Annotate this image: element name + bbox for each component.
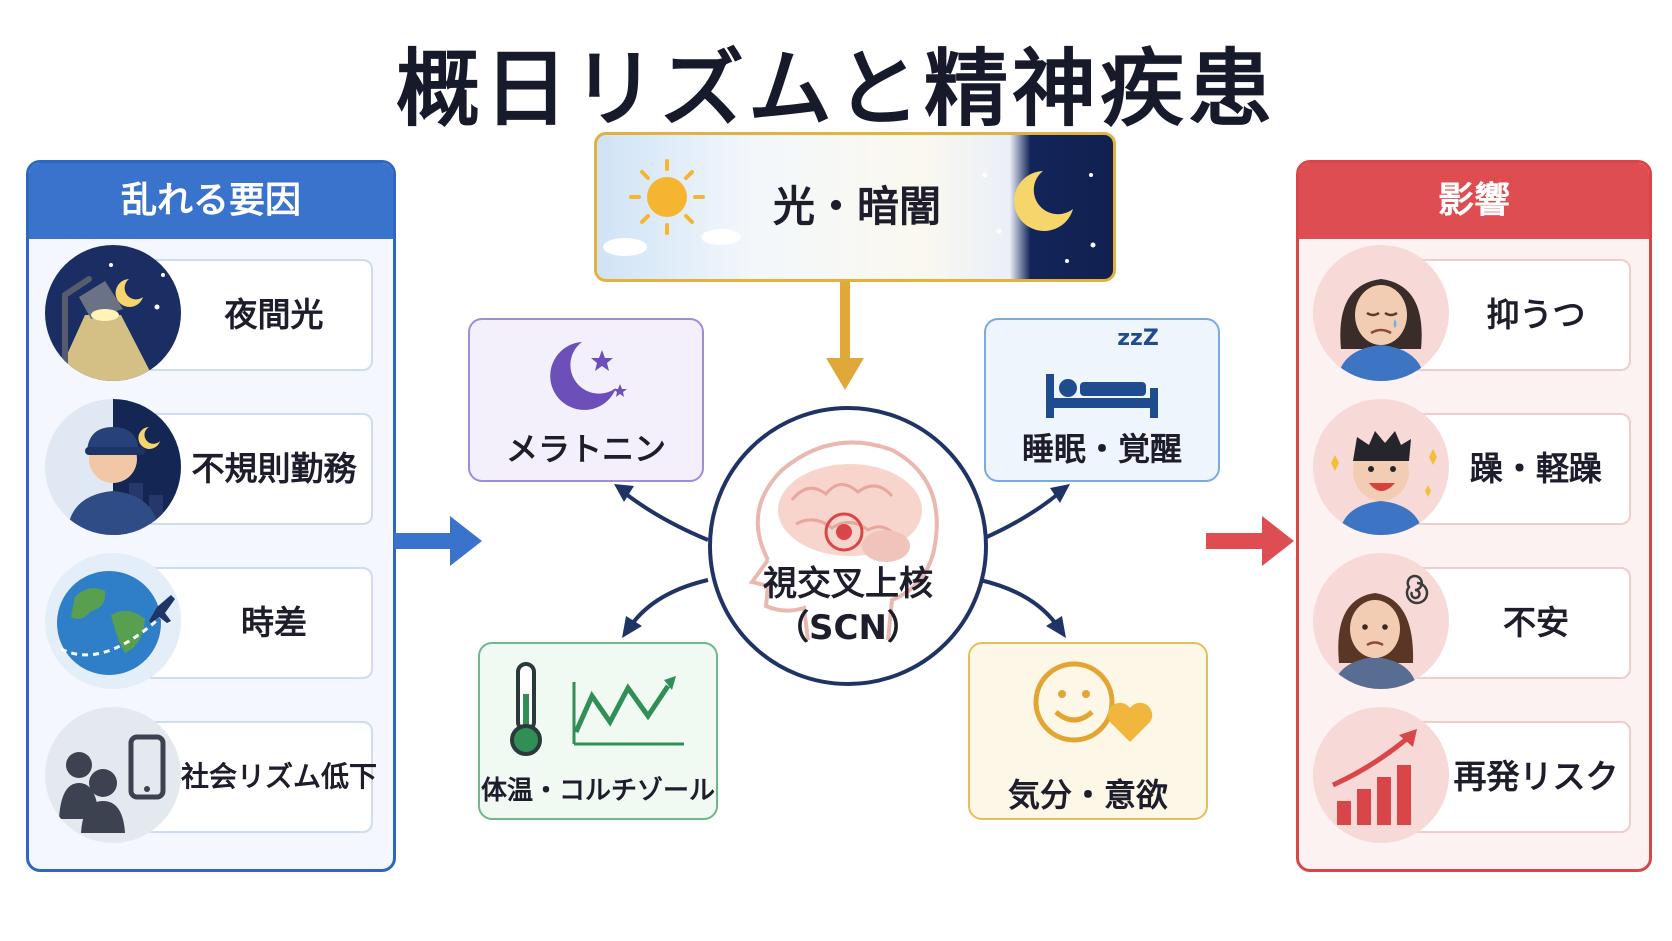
scn-label-line2: （SCN） — [775, 608, 921, 648]
globe-airplane-icon — [45, 553, 181, 689]
causes-panel: 乱れる要因 夜間光 不規則勤務 時差 — [26, 160, 396, 872]
mood-label: 気分・意欲 — [1007, 776, 1168, 814]
melatonin-box: メラトニン — [468, 318, 704, 482]
effects-panel: 影響 抑うつ 躁・軽躁 不安 — [1296, 160, 1652, 872]
effect-label: 不安 — [1503, 603, 1569, 642]
effect-label: 躁・軽躁 — [1470, 449, 1602, 488]
arrow-causes-to-center — [394, 533, 450, 549]
sleep-wake-box: zzZ 睡眠・覚醒 — [984, 318, 1220, 482]
people-smartphone-icon — [45, 707, 181, 843]
bed-sleep-icon — [1046, 374, 1158, 418]
arrow-scn-to-melatonin — [624, 492, 709, 542]
cause-label: 夜間光 — [224, 295, 324, 334]
temperature-label: 体温・コルチゾール — [480, 776, 715, 806]
arrow-effects-head — [1262, 516, 1294, 566]
sun-icon — [603, 159, 741, 256]
light-label: 光・暗闇 — [772, 182, 941, 231]
arrow-scn-to-temperature — [630, 578, 709, 626]
thermometer-graph-icon — [510, 662, 684, 756]
moon-stars-icon — [982, 171, 1096, 263]
arrow-scn-to-sleep — [979, 492, 1060, 542]
brain-head-icon — [748, 440, 939, 641]
mood-motivation-box: 気分・意欲 — [968, 642, 1208, 820]
arrow-scn-to-mood — [979, 578, 1058, 626]
cause-label: 社会リズム低下 — [181, 760, 378, 793]
light-darkness-box: 光・暗闇 — [594, 132, 1116, 282]
arrow-causes-head — [450, 516, 482, 566]
cause-card-irregular-work: 不規則勤務 — [143, 413, 373, 525]
effects-heading: 影響 — [1299, 163, 1649, 239]
effect-label: 再発リスク — [1453, 757, 1619, 796]
arrow-center-to-effects — [1206, 533, 1262, 549]
causes-heading: 乱れる要因 — [29, 163, 393, 239]
scn-circle: 視交叉上核 （SCN） — [708, 406, 988, 686]
page-title: 概日リズムと精神疾患 — [395, 40, 1276, 138]
melatonin-label: メラトニン — [505, 430, 666, 468]
excited-man-icon — [1313, 399, 1449, 535]
cause-label: 時差 — [241, 603, 307, 642]
temperature-cortisol-box: 体温・コルチゾール — [478, 642, 718, 820]
cause-label: 不規則勤務 — [191, 449, 357, 488]
cause-card-social-rhythm: 社会リズム低下 — [143, 721, 378, 833]
desk-lamp-night-icon — [45, 245, 181, 381]
smiley-heart-icon — [1033, 661, 1153, 743]
effect-label: 抑うつ — [1486, 295, 1586, 334]
arrow-light-to-scn — [840, 278, 850, 360]
zzz-text: zzZ — [1117, 326, 1159, 351]
sad-woman-icon — [1313, 245, 1449, 381]
rising-bar-chart-icon — [1313, 707, 1449, 843]
night-worker-icon — [45, 399, 181, 535]
anxious-woman-icon — [1313, 553, 1449, 689]
sleep-label: 睡眠・覚醒 — [1021, 430, 1182, 468]
arrow-light-head — [826, 358, 864, 390]
scn-label-line1: 視交叉上核 — [763, 564, 933, 604]
crescent-moon-icon — [550, 342, 627, 410]
